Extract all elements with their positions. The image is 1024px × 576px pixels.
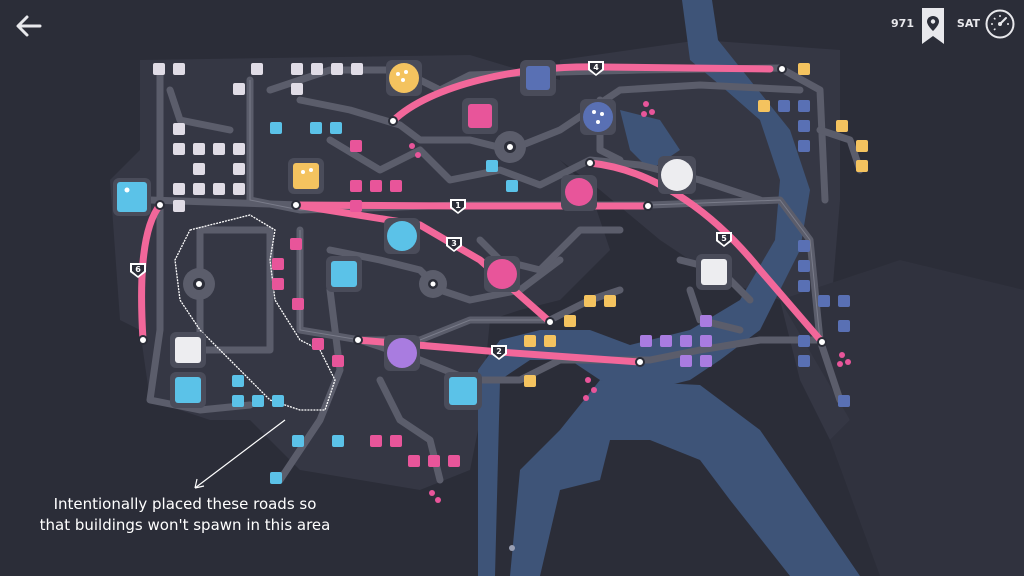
destination-navy-square [520,60,556,96]
motorway-label-3: 3 [451,239,457,248]
motorway-labels: 1 2 3 4 5 6 [130,61,732,360]
back-arrow-icon[interactable] [14,12,44,40]
roundabouts [183,131,526,300]
motorway-label-5: 5 [721,234,727,243]
destination-blue-circle [384,218,420,254]
destination-pink-square [462,98,498,134]
motorway-label-4: 4 [593,63,599,72]
destination-blue-square-3 [444,372,482,410]
destination-blue-square-2 [170,372,206,408]
score-counter: 971 [891,17,914,30]
motorway-label-2: 2 [496,347,502,356]
houses [153,63,868,484]
day-indicator: SAT [956,17,980,30]
destinations [113,60,732,410]
motorway-4 [389,63,774,125]
motorway-label-6: 6 [135,265,141,274]
destination-purple-circle [384,335,420,371]
destination-yellow [386,60,422,96]
destination-pink-circle-2 [561,175,597,211]
map-marker-dot [509,545,515,551]
destination-white-square [696,254,732,290]
destination-blue-square [326,256,362,292]
dot-clusters [409,101,851,503]
motorway-5 [586,159,826,346]
location-pin-icon[interactable] [920,8,946,44]
destination-yellow-square [288,158,324,194]
destination-white-square-2 [170,332,206,368]
annotated-road-loop [174,214,336,411]
destination-navy-circle [580,99,616,135]
destination-white-circle [658,156,696,194]
motorway-nodes [138,64,827,367]
annotation-line-2: that buildings won't spawn in this area [39,516,331,534]
annotation-arrow-head [194,478,205,489]
annotation-arrow [194,419,286,489]
river [478,0,860,576]
annotation-line-1: Intentionally placed these roads so [53,495,317,513]
destination-blue-left [113,178,151,216]
annotation-caption: Intentionally placed these roads so that… [20,494,350,536]
speedometer-clock-icon[interactable] [984,8,1016,40]
motorway-label-1: 1 [455,201,461,210]
destination-pink-circle [484,256,520,292]
